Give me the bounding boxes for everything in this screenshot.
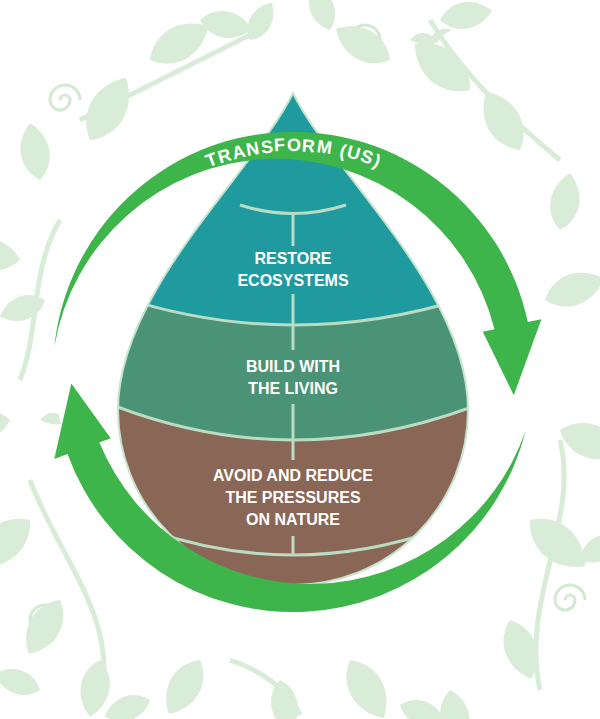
leaf <box>302 0 341 34</box>
leaf <box>267 678 302 719</box>
center-vein <box>292 404 295 460</box>
leaf <box>438 0 495 33</box>
leaf <box>0 662 44 701</box>
leaf <box>540 264 600 315</box>
leaf <box>0 234 23 276</box>
cycle-label: TRANSFORM (US) <box>180 110 410 170</box>
leaf <box>155 652 213 719</box>
foliage-stems <box>20 20 564 715</box>
band-shape <box>110 85 480 370</box>
band-label: BUILD WITH THE LIVING <box>231 356 356 400</box>
leaf <box>15 592 73 662</box>
leaf <box>0 506 42 580</box>
band-label: AVOID AND REDUCE THE PRESSURES ON NATURE <box>206 465 381 531</box>
swirl <box>555 585 585 610</box>
band-fill <box>100 80 490 440</box>
leaf <box>495 615 546 684</box>
leaf <box>436 687 474 719</box>
leaf <box>546 171 584 233</box>
leaf <box>74 69 141 149</box>
leaf <box>198 7 255 42</box>
leaf <box>0 289 49 328</box>
leaf <box>335 652 398 719</box>
leaf <box>574 526 600 571</box>
leaf <box>0 403 13 448</box>
bird-silhouette <box>410 29 452 45</box>
band-label: RESTORE ECOSYSTEMS <box>218 248 368 292</box>
leaf <box>328 15 398 73</box>
leaf <box>472 83 535 158</box>
leaf <box>518 506 596 580</box>
band-fill <box>100 80 490 325</box>
leaf <box>554 414 600 469</box>
band-fill <box>100 80 490 600</box>
leaf <box>241 0 281 45</box>
restore-band: RESTORE ECOSYSTEMS <box>110 85 480 370</box>
swirl <box>50 85 80 110</box>
leaf <box>101 689 154 719</box>
foliage-swirls <box>30 25 585 630</box>
center-vein <box>292 536 295 555</box>
center-vein <box>292 294 295 350</box>
center-vein <box>292 213 295 246</box>
leaf <box>16 121 54 183</box>
stem <box>536 440 564 690</box>
leaf <box>396 694 449 719</box>
